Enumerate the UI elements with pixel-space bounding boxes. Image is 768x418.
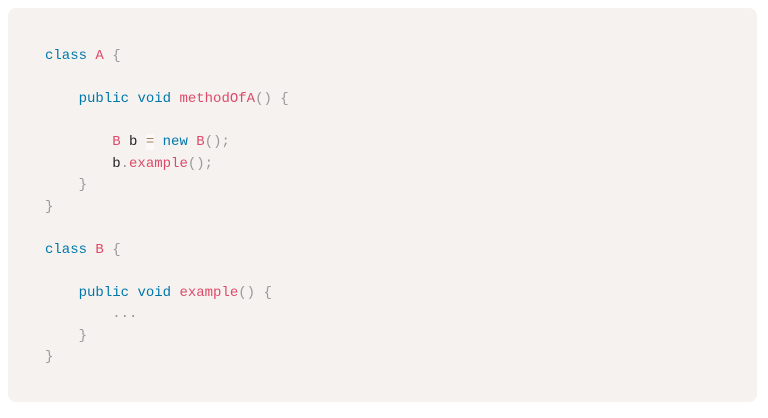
code-line: public void methodOfA() { (45, 89, 737, 111)
token-keyword: public (78, 284, 130, 301)
token-plain (154, 134, 162, 150)
token-punctuation: { (112, 48, 121, 64)
token-keyword: void (137, 284, 172, 301)
code-line: public void example() { (45, 283, 737, 305)
token-punctuation: } (78, 327, 88, 344)
code-line (45, 218, 737, 240)
token-keyword: new (162, 134, 188, 150)
token-class-name: B (196, 134, 205, 150)
token-keyword: class (45, 48, 88, 64)
token-keyword: public (78, 91, 130, 107)
code-panel: class A { public void methodOfA() { B b … (8, 8, 757, 402)
token-punctuation: { (263, 284, 272, 301)
token-punctuation: { (112, 241, 121, 258)
code-line: ... (45, 304, 737, 326)
token-punctuation: () (255, 91, 272, 107)
code-line: class A { (45, 46, 737, 68)
token-punctuation: (); (187, 155, 214, 172)
code-line (45, 68, 737, 90)
token-plain (45, 177, 79, 193)
token-punctuation: } (78, 177, 88, 193)
code-line: } (45, 175, 737, 197)
code-line: } (45, 347, 737, 369)
token-function: example (129, 155, 188, 172)
token-plain (104, 242, 112, 258)
code-line: b.example(); (45, 154, 737, 176)
token-keyword: class (45, 241, 88, 258)
token-plain: b (120, 134, 146, 150)
code-block: class A { public void methodOfA() { B b … (45, 46, 737, 369)
token-plain (45, 134, 112, 150)
code-line: } (45, 326, 737, 348)
token-class-name: B (95, 241, 104, 258)
token-plain (45, 285, 79, 301)
code-line: } (45, 197, 737, 219)
code-line: class B { (45, 240, 737, 262)
token-punctuation: } (45, 198, 54, 215)
token-punctuation: () (238, 284, 256, 301)
token-plain (104, 48, 112, 64)
token-plain: b (45, 155, 121, 172)
token-class-name: A (95, 48, 104, 64)
token-operator: = (145, 134, 155, 150)
token-function: methodOfA (179, 91, 256, 107)
code-line: B b = new B(); (45, 132, 737, 154)
token-function: example (179, 284, 239, 301)
token-punctuation: { (280, 91, 289, 107)
token-plain (45, 91, 79, 107)
code-content: class A { public void methodOfA() { B b … (45, 46, 737, 369)
token-plain (45, 306, 112, 322)
token-punctuation: ... (112, 306, 138, 322)
token-class-name: B (112, 134, 121, 150)
code-line (45, 111, 737, 133)
token-plain (45, 328, 79, 344)
token-punctuation: (); (204, 134, 230, 150)
token-keyword: void (137, 91, 172, 107)
token-punctuation: . (120, 155, 130, 172)
token-punctuation: } (45, 349, 54, 365)
code-line (45, 261, 737, 283)
